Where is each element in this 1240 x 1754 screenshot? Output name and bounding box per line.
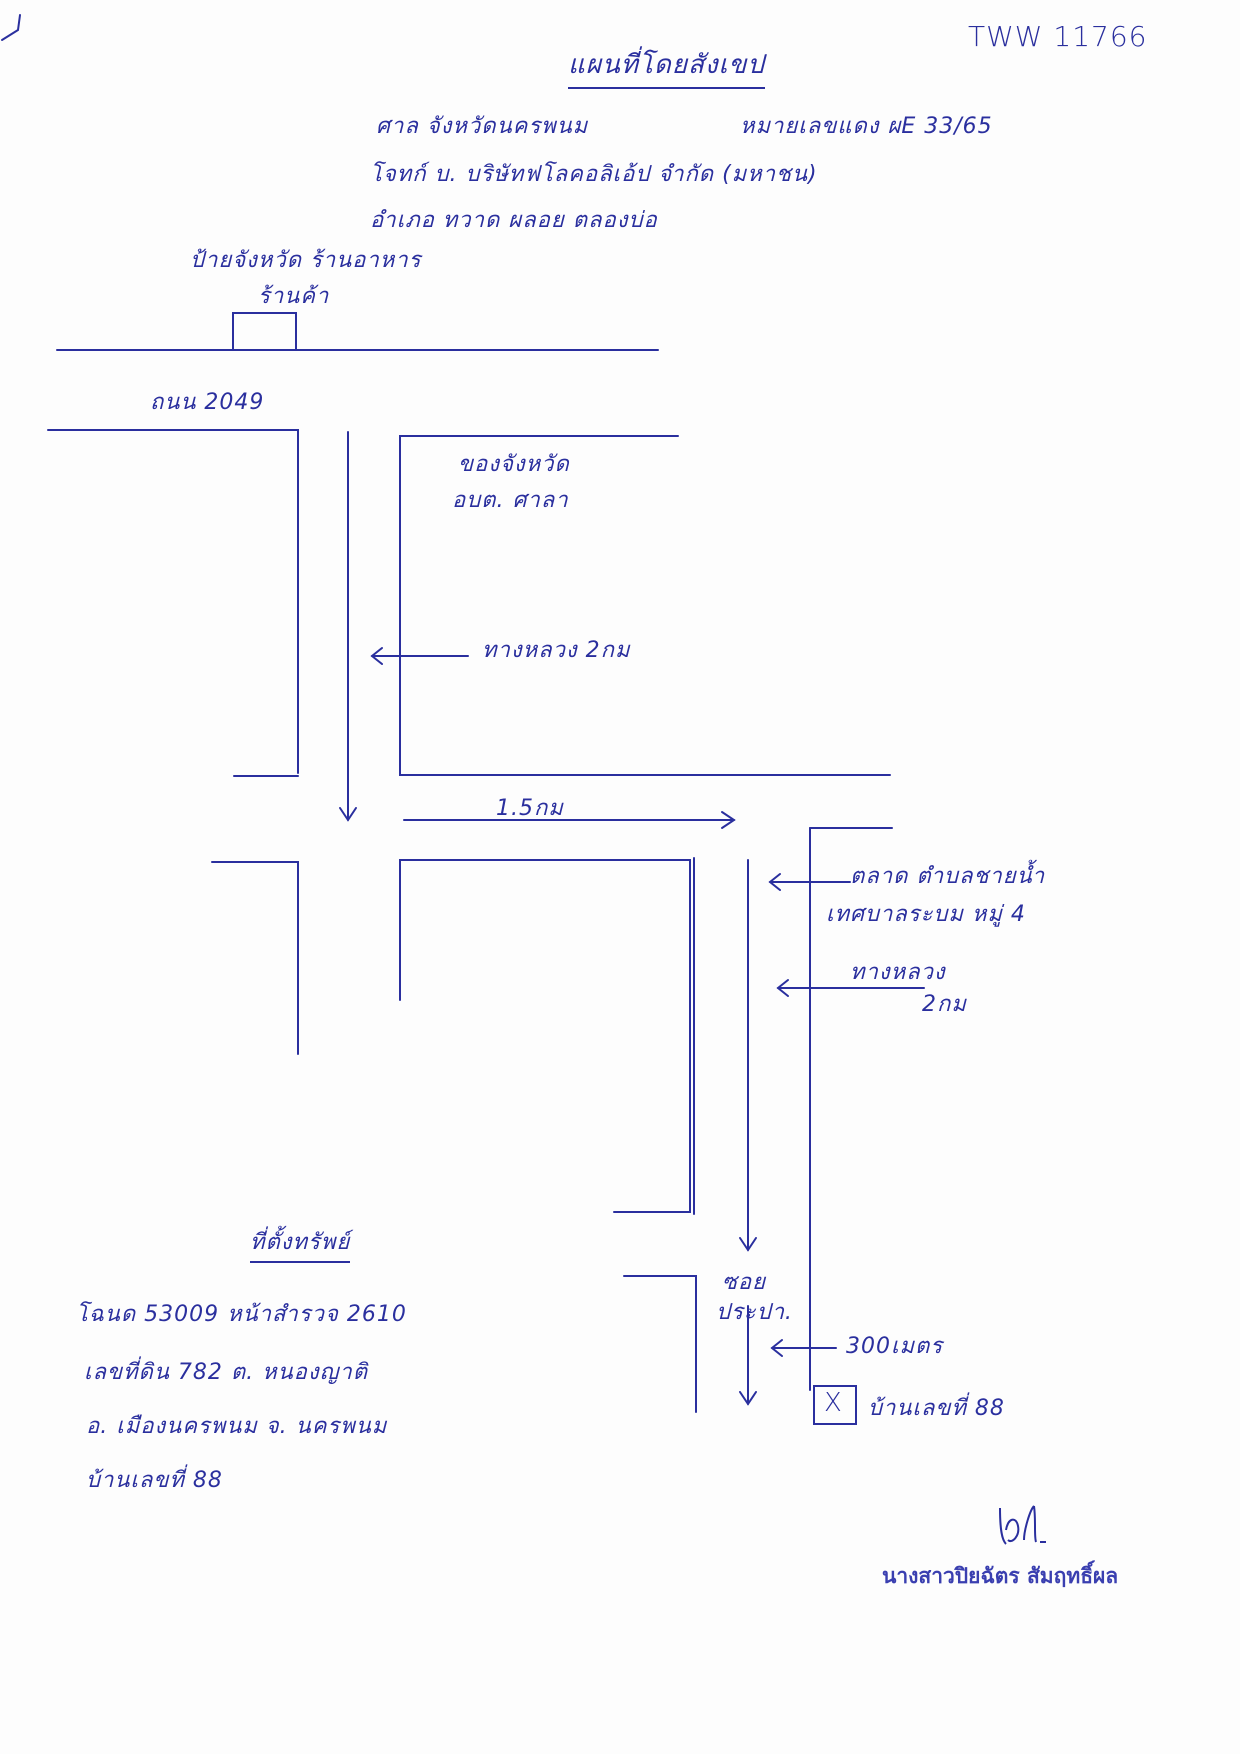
- market-sub: เทศบาลระบม หมู่ 4: [826, 902, 1026, 927]
- distance-label-2-sub: 2กม: [922, 992, 967, 1017]
- label-landmark: ป้ายจังหวัด ร้านอาหาร: [190, 248, 422, 273]
- distance-label-mid: 1.5กม: [496, 796, 564, 821]
- junction-bottom: [623, 1275, 697, 1413]
- arrow-down-bottom-head: [739, 1391, 757, 1406]
- block-left-top: [47, 429, 299, 774]
- intro-line-1-left: ศาล จังหวัดนครพนม: [376, 114, 589, 139]
- block-right-top: [399, 435, 891, 776]
- property-marker-box: [813, 1385, 857, 1425]
- property-line-2: เลขที่ดิน 782 ต. หนองญาติ: [84, 1360, 369, 1385]
- arrow-left-meters-head: [770, 1339, 783, 1357]
- shop-box: [232, 312, 297, 351]
- arrow-right-mid-head: [721, 811, 736, 829]
- office-sub: อบต. ศาลา: [452, 488, 569, 513]
- property-marker-symbol: X: [824, 1388, 843, 1418]
- intro-line-1-right: หมายเลขแดง ผE 33/65: [740, 114, 993, 139]
- meters-label: 300เมตร: [846, 1334, 944, 1359]
- block-left-bottom: [211, 861, 299, 1055]
- intro-line-2: โจทก์ บ. บริษัทฟโลคอลิเอ้ป จำกัด (มหาชน): [370, 162, 818, 187]
- distance-label-2: ทางหลวง: [850, 960, 946, 985]
- office-label: ของจังหวัด: [458, 452, 570, 477]
- junction-sub: ประปา.: [716, 1300, 793, 1325]
- distance-label-1: ทางหลวง 2กม: [482, 638, 631, 663]
- junction-label: ซอย: [722, 1270, 767, 1295]
- signature-name: นางสาวปิยฉัตร สัมฤทธิ์ผล: [882, 1564, 1119, 1588]
- property-line-1: โฉนด 53009 หน้าสำรวจ 2610: [76, 1302, 407, 1327]
- market-label: ตลาด ตำบลชายน้ำ: [850, 864, 1046, 889]
- property-line-3: อ. เมืองนครพนม จ. นครพนม: [86, 1414, 388, 1439]
- label-landmark-sub: ร้านค้า: [258, 284, 330, 309]
- block-center-bottom: [399, 859, 691, 1213]
- signature-mark: [999, 1505, 1046, 1545]
- arrow-down-main-head: [339, 807, 357, 822]
- intro-line-3: อำเภอ ทวาด ผลอย ตลองบ่อ: [370, 208, 658, 233]
- doc-number: TWW 11766: [968, 20, 1148, 53]
- property-marker-label: บ้านเลขที่ 88: [868, 1396, 1005, 1421]
- arrow-left-2-head: [776, 979, 789, 997]
- arrow-left-1-head: [370, 647, 383, 665]
- corner-mark: [1, 14, 21, 41]
- road-name: ถนน 2049: [150, 390, 265, 415]
- page-title: แผนที่โดยสังเขป: [568, 44, 765, 89]
- property-heading: ที่ตั้งทรัพย์: [250, 1224, 351, 1263]
- property-line-4: บ้านเลขที่ 88: [86, 1468, 223, 1493]
- arrow-down-right-head: [739, 1237, 757, 1252]
- arrow-left-market-head: [768, 873, 781, 891]
